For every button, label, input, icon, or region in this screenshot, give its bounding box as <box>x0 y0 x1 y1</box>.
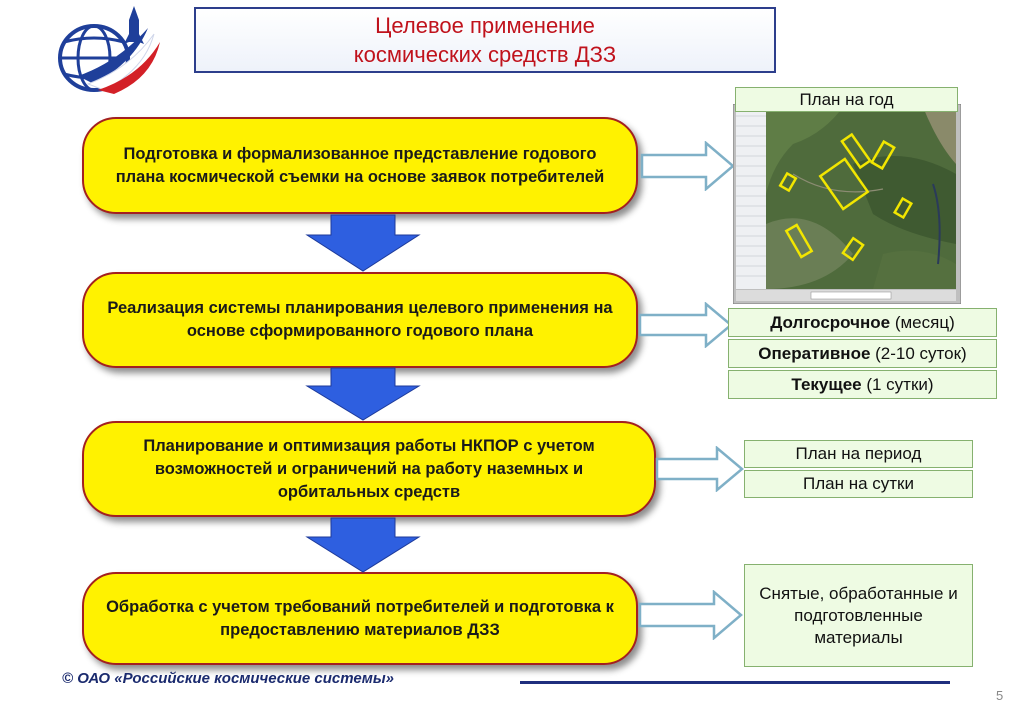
current-rest: (1 сутки) <box>861 374 934 394</box>
day-plan-text: План на сутки <box>803 474 914 493</box>
current-plan-box: Текущее (1 сутки) <box>728 370 997 399</box>
copyright-text: © ОАО «Российские космические системы» <box>62 670 395 687</box>
year-plan-text: План на год <box>799 89 894 109</box>
right-arrow-icon <box>640 141 735 191</box>
down-arrow-icon <box>305 367 421 421</box>
materials-text: Снятые, обработанные и подготовленные ма… <box>759 583 958 647</box>
page-number: 5 <box>996 688 1004 703</box>
title-line-1: Целевое применение <box>375 13 595 38</box>
operative-rest: (2-10 суток) <box>870 343 967 363</box>
stage-1-box: Подготовка и формализованное представлен… <box>82 117 638 214</box>
right-arrow-icon <box>638 590 743 640</box>
right-arrow-icon <box>638 302 733 348</box>
stage-3-text: Планирование и оптимизация работы НКПОР … <box>143 436 595 501</box>
company-logo <box>58 6 160 94</box>
rocket-icon <box>124 6 144 44</box>
stage-4-box: Обработка с учетом требований потребител… <box>82 572 638 665</box>
stage-1-text: Подготовка и формализованное представлен… <box>115 144 605 186</box>
satellite-map-thumbnail <box>733 104 961 304</box>
period-plan-text: План на период <box>795 444 922 463</box>
stage-3-box: Планирование и оптимизация работы НКПОР … <box>82 421 656 517</box>
period-plan-box: План на период <box>744 440 973 468</box>
materials-box: Снятые, обработанные и подготовленные ма… <box>744 564 973 667</box>
current-bold: Текущее <box>791 374 862 394</box>
day-plan-box: План на сутки <box>744 470 973 498</box>
right-arrow-icon <box>655 446 744 492</box>
down-arrow-icon <box>305 517 421 573</box>
year-plan-label: План на год <box>735 87 958 112</box>
stage-2-box: Реализация системы планирования целевого… <box>82 272 638 368</box>
long-term-bold: Долгосрочное <box>770 312 891 332</box>
title-box: Целевое применение космических средств Д… <box>194 7 776 73</box>
title-line-2: космических средств ДЗЗ <box>353 42 617 67</box>
stage-4-text: Обработка с учетом требований потребител… <box>106 597 614 639</box>
long-term-rest: (месяц) <box>890 312 955 332</box>
footer-divider <box>520 681 950 684</box>
down-arrow-icon <box>305 214 421 272</box>
operative-plan-box: Оперативное (2-10 суток) <box>728 339 997 368</box>
long-term-plan-box: Долгосрочное (месяц) <box>728 308 997 337</box>
stage-2-text: Реализация системы планирования целевого… <box>107 299 613 340</box>
operative-bold: Оперативное <box>758 343 871 363</box>
